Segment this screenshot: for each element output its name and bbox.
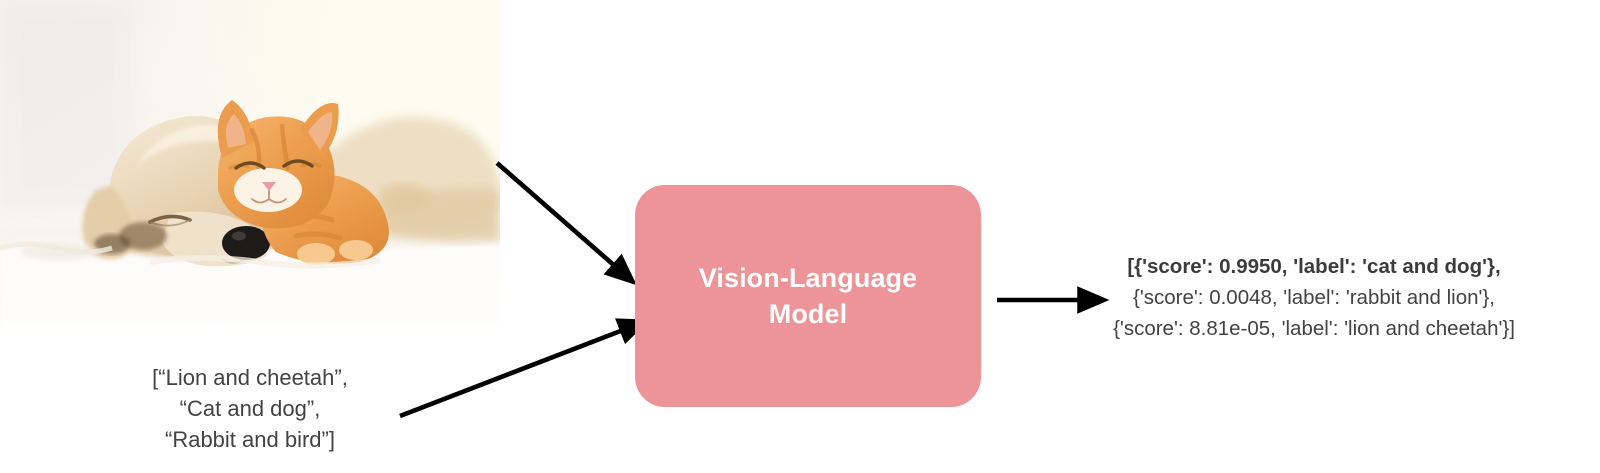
vision-language-model-box[interactable]: Vision-Language Model [635,185,981,407]
output-line-1: [{'score': 0.9950, 'label': 'cat and dog… [1127,255,1501,278]
output-line-3: {'score': 8.81e-05, 'label': 'lion and c… [1113,317,1515,340]
text-input-line-1: [“Lion and cheetah”, [152,365,348,390]
output-line-2: {'score': 0.0048, 'label': 'rabbit and l… [1133,286,1495,309]
text-input-line-2: “Cat and dog”, [179,396,321,421]
text-input-labels: [“Lion and cheetah”, “Cat and dog”, “Rab… [104,362,396,455]
model-box-label-line2: Model [768,299,848,329]
text-to-model-arrow [399,318,651,419]
image-to-model-arrow [495,161,637,286]
text-input-line-3: “Rabbit and bird”] [165,427,335,452]
photo-image [0,0,500,326]
model-output: [{'score': 0.9950, 'label': 'cat and dog… [1058,251,1570,344]
model-box-label-line1: Vision-Language [698,263,918,293]
input-image [0,0,500,326]
model-box-label: Vision-Language Model [699,260,918,332]
